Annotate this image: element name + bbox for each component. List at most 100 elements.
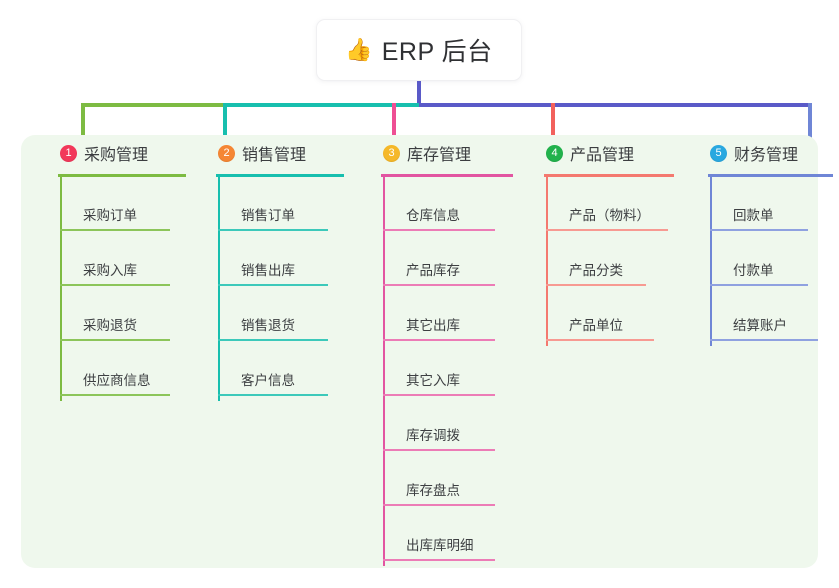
branch-drop-5 — [808, 103, 812, 151]
item-rule — [383, 394, 495, 396]
item-label: 付款单 — [733, 263, 774, 278]
item-rule — [383, 284, 495, 286]
item-label: 产品库存 — [406, 263, 460, 278]
item-label: 出库库明细 — [406, 538, 474, 553]
branch-spine-5 — [710, 176, 712, 346]
branch-spine-3 — [383, 176, 385, 566]
item-rule — [383, 229, 495, 231]
branch-header-1[interactable]: 1 采购管理 — [43, 135, 193, 171]
list-item[interactable]: 仓库信息 — [383, 176, 495, 231]
list-item[interactable]: 采购退货 — [60, 286, 170, 341]
item-rule — [218, 284, 328, 286]
connector-bar-segment-blue — [419, 103, 812, 107]
branch-header-5[interactable]: 5 财务管理 — [693, 135, 818, 171]
item-label: 产品单位 — [569, 318, 623, 333]
list-item[interactable]: 采购订单 — [60, 176, 170, 231]
item-rule — [218, 339, 328, 341]
item-label: 销售订单 — [241, 208, 295, 223]
branch-underline-2 — [216, 174, 344, 177]
item-label: 销售退货 — [241, 318, 295, 333]
branch-title-5: 财务管理 — [734, 147, 799, 164]
branch-badge-1: 1 — [60, 144, 77, 162]
branch-spine-2 — [218, 176, 220, 401]
branch-column-5: 5 财务管理 回款单 付款单 结算账户 — [693, 135, 833, 346]
item-label: 其它出库 — [406, 318, 460, 333]
branch-spine-1 — [60, 176, 62, 401]
list-item[interactable]: 其它出库 — [383, 286, 495, 341]
item-label: 库存调拨 — [406, 428, 460, 443]
item-label: 采购入库 — [83, 263, 137, 278]
branch-drop-2 — [223, 103, 227, 151]
branch-title-3: 库存管理 — [407, 147, 472, 164]
branch-underline-4 — [544, 174, 674, 177]
list-item[interactable]: 销售出库 — [218, 231, 328, 286]
branch-underline-1 — [58, 174, 186, 177]
item-rule — [218, 229, 328, 231]
item-rule — [546, 284, 646, 286]
list-item[interactable]: 其它入库 — [383, 341, 495, 396]
list-item[interactable]: 付款单 — [710, 231, 808, 286]
list-item[interactable]: 销售退货 — [218, 286, 328, 341]
item-label: 产品（物料） — [569, 208, 650, 223]
branch-header-3[interactable]: 3 库存管理 — [366, 135, 521, 171]
branch-badge-5: 5 — [710, 144, 727, 162]
branches-panel: 1 采购管理 采购订单 采购入库 采购退货 供应商信息 — [21, 135, 833, 568]
item-rule — [710, 229, 808, 231]
branch-header-2[interactable]: 2 销售管理 — [201, 135, 351, 171]
item-label: 采购退货 — [83, 318, 137, 333]
connector-bar-segment-green — [81, 103, 223, 107]
branch-title-4: 产品管理 — [570, 147, 635, 164]
root-title: ERP 后台 — [381, 38, 493, 66]
branch-title-1: 采购管理 — [84, 147, 149, 164]
list-item[interactable]: 结算账户 — [710, 286, 818, 341]
root-node[interactable]: 👍 ERP 后台 — [316, 19, 522, 81]
list-item[interactable]: 销售订单 — [218, 176, 328, 231]
list-item[interactable]: 产品（物料） — [546, 176, 668, 231]
item-label: 供应商信息 — [83, 373, 151, 388]
item-label: 回款单 — [733, 208, 774, 223]
list-item[interactable]: 出库库明细 — [383, 506, 495, 561]
list-item[interactable]: 供应商信息 — [60, 341, 170, 396]
list-item[interactable]: 客户信息 — [218, 341, 328, 396]
item-rule — [60, 394, 170, 396]
list-item[interactable]: 采购入库 — [60, 231, 170, 286]
branch-spine-4 — [546, 176, 548, 346]
item-label: 采购订单 — [83, 208, 137, 223]
item-rule — [60, 284, 170, 286]
thumbs-up-icon: 👍 — [345, 37, 373, 62]
list-item[interactable]: 库存调拨 — [383, 396, 495, 451]
item-label: 其它入库 — [406, 373, 460, 388]
item-rule — [60, 229, 170, 231]
branch-title-2: 销售管理 — [242, 147, 307, 164]
item-label: 库存盘点 — [406, 483, 460, 498]
item-rule — [60, 339, 170, 341]
list-item[interactable]: 产品库存 — [383, 231, 495, 286]
item-rule — [383, 339, 495, 341]
item-rule — [383, 559, 495, 561]
branch-column-4: 4 产品管理 产品（物料） 产品分类 产品单位 — [529, 135, 689, 346]
branch-badge-4: 4 — [546, 144, 563, 162]
list-item[interactable]: 库存盘点 — [383, 451, 495, 506]
list-item[interactable]: 回款单 — [710, 176, 808, 231]
item-label: 客户信息 — [241, 373, 295, 388]
item-label: 仓库信息 — [406, 208, 460, 223]
branch-column-2: 2 销售管理 销售订单 销售出库 销售退货 客户信息 — [201, 135, 351, 401]
branch-column-3: 3 库存管理 仓库信息 产品库存 其它出库 其它入库 库存调拨 — [366, 135, 521, 566]
branch-badge-2: 2 — [218, 144, 235, 162]
item-rule — [383, 504, 495, 506]
branch-underline-5 — [708, 174, 833, 177]
branch-underline-3 — [381, 174, 513, 177]
list-item[interactable]: 产品单位 — [546, 286, 654, 341]
branch-drop-3 — [392, 103, 396, 151]
branch-header-4[interactable]: 4 产品管理 — [529, 135, 689, 171]
connector-bar-segment-teal — [223, 103, 419, 107]
branch-drop-4 — [551, 103, 555, 151]
item-rule — [546, 339, 654, 341]
item-label: 产品分类 — [569, 263, 623, 278]
list-item[interactable]: 产品分类 — [546, 231, 646, 286]
branch-drop-1 — [81, 103, 85, 151]
item-rule — [710, 339, 818, 341]
item-rule — [710, 284, 808, 286]
branch-badge-3: 3 — [383, 144, 400, 162]
